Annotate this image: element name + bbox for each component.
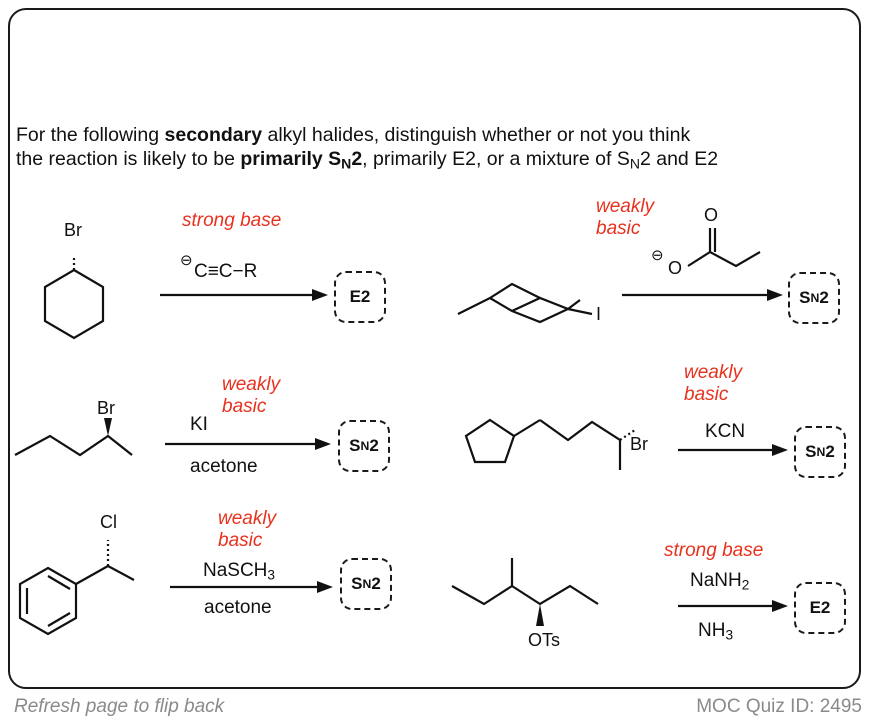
note-6: strong base [664, 540, 764, 561]
quiz-card [8, 8, 861, 689]
question-line-1: For the following secondary alkyl halide… [16, 124, 691, 146]
reagent-above-6: NaNH2 [690, 570, 750, 593]
arrow-5 [170, 581, 333, 593]
reagent-oxygen-1: O [668, 258, 683, 278]
substrate-atom-5: Cl [100, 512, 117, 532]
reagent-charge-1: ⊖ [180, 252, 193, 269]
propanoate-structure [687, 228, 761, 268]
reagent-1: C≡C−R [194, 261, 258, 282]
substrate-atom-6: OTs [528, 630, 561, 650]
arrow-6 [678, 600, 788, 612]
refresh-hint[interactable]: Refresh page to flip back [14, 696, 225, 717]
question-line-2: the reaction is likely to be primarily S… [16, 148, 719, 172]
note-1: strong base [182, 210, 282, 231]
bromopentane-structure [14, 418, 133, 457]
substrate-atom-3: Br [97, 398, 115, 418]
reagent-above-4: KCN [705, 421, 746, 442]
substrate-atom-4: Br [630, 434, 648, 454]
cyclopentyl-structure [464, 418, 636, 470]
reagent-above-3: KI [190, 414, 208, 435]
phenyl-structure [18, 540, 135, 636]
tosylate-structure [451, 558, 599, 626]
chair-cyclohexane-structure [457, 282, 593, 324]
reagent-charge-2: ⊖ [651, 247, 664, 264]
answer-box-6[interactable]: E2 [794, 582, 846, 634]
reagent-below-5: acetone [204, 597, 272, 618]
arrow-4 [678, 444, 788, 456]
arrow-2 [622, 289, 783, 301]
reagent-below-6: NH3 [698, 620, 734, 643]
substrate-atom-2: I [596, 304, 602, 324]
reagent-above-5: NaSCH3 [203, 560, 276, 583]
reagent-below-3: acetone [190, 456, 258, 477]
substrate-atom-1: Br [64, 220, 82, 240]
reagent-oxygen-2: O [704, 205, 719, 225]
arrow-1 [160, 289, 328, 301]
answer-box-1[interactable]: E2 [334, 271, 386, 323]
quiz-id: MOC Quiz ID: 2495 [696, 696, 862, 717]
arrow-3 [165, 438, 331, 450]
cyclohexane-structure [43, 256, 105, 340]
